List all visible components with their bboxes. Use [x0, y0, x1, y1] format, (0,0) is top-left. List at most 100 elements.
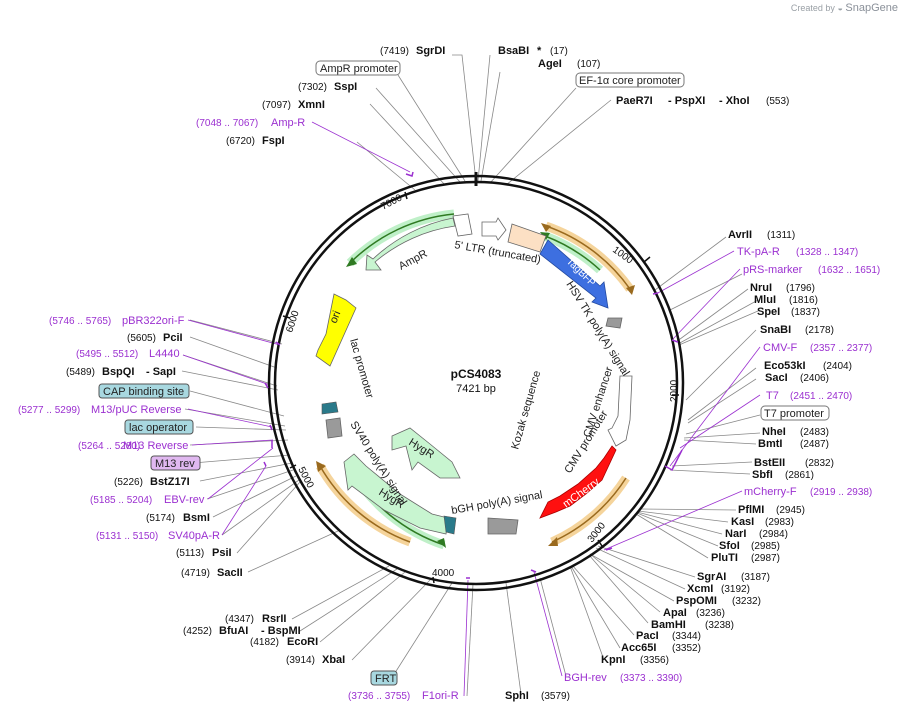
- mlui-label: MluI: [754, 294, 776, 306]
- rsrii-label: RsrII: [262, 613, 286, 625]
- apai-pos: (3236): [696, 608, 725, 619]
- nari-pos: (2984): [759, 529, 788, 540]
- psii-pos: (5113): [176, 548, 204, 559]
- prs-label: pRS-marker: [743, 264, 803, 276]
- sspi-label: SspI: [334, 81, 357, 93]
- ampr-promoter-arrow: [452, 213, 473, 237]
- ecori-pos: (4182): [250, 637, 279, 648]
- m13rev-box: [150, 455, 201, 471]
- t7-promoter-label: T7 promoter: [764, 408, 824, 420]
- hygr1-arrow: [391, 427, 461, 479]
- bamhi-label: BamHI: [651, 619, 686, 631]
- apai-label: ApaI: [663, 607, 687, 619]
- primer-marks: [263, 171, 683, 579]
- pspomi-pos: (3232): [732, 596, 761, 607]
- sgrai-pos: (3187): [741, 572, 770, 583]
- paci-pos: (3344): [672, 631, 701, 642]
- m13reverse-range: (5264 .. 5280): [78, 441, 140, 452]
- ebvrev-label: EBV-rev: [164, 494, 205, 506]
- pflmi-pos: (2945): [776, 505, 805, 516]
- bsabi-pos: (17): [550, 46, 568, 57]
- pspomi-label: PspOMI: [676, 595, 717, 607]
- sv40-box: [325, 417, 343, 439]
- sacii-label: SacII: [217, 567, 243, 579]
- bmti-label: BmtI: [758, 438, 782, 450]
- ampr-promoter-label: AmpR promoter: [320, 63, 398, 75]
- ef1a-box-label-bg: [575, 72, 685, 88]
- lac-operator-box: [124, 419, 194, 435]
- pluti-pos: (2987): [751, 553, 780, 564]
- ef1a-box: [507, 223, 547, 253]
- ori-label: ori: [328, 309, 344, 325]
- kpni-pos: (3356): [640, 655, 669, 666]
- snapgene-logo-icon: ◒: [837, 3, 843, 13]
- tick-label-2000: 2000: [669, 379, 680, 402]
- sfoi-label: SfoI: [719, 540, 740, 552]
- ampr-label: AmpR: [397, 248, 430, 273]
- feature-arrows: [315, 213, 633, 535]
- mcherry-arrow: [539, 445, 617, 519]
- bghrev-label: BGH-rev: [564, 672, 607, 684]
- avrii-label: AvrII: [728, 229, 752, 241]
- paer7i-label: PaeR7I: [616, 95, 653, 107]
- agei-label: AgeI: [538, 58, 562, 70]
- bgh-box: [487, 517, 519, 535]
- frt-box: [370, 670, 398, 686]
- xcmi-pos: (3192): [721, 584, 750, 595]
- bspqi-pos: (5489): [66, 367, 95, 378]
- rsrii-pos: (4347): [225, 614, 254, 625]
- sgrdi-label: SgrDI: [416, 45, 445, 57]
- sphi-pos: (3579): [541, 691, 570, 702]
- sgrdi-pos: (7419): [380, 46, 409, 57]
- l4440-label: L4440: [149, 348, 180, 360]
- nrui-label: NruI: [750, 282, 772, 294]
- nrui-pos: (1796): [786, 283, 815, 294]
- sspi-pos: (7302): [298, 82, 327, 93]
- mlui-pos: (1816): [789, 295, 818, 306]
- bghrev-range: (3373 .. 3390): [620, 673, 682, 684]
- orange-arcs: [316, 221, 635, 547]
- mcherryf-label: mCherry-F: [744, 486, 797, 498]
- plasmid-size: 7421 bp: [456, 383, 496, 395]
- bsteii-label: BstEII: [754, 457, 785, 469]
- ef1a-label: EF-1α core promoter: [579, 75, 681, 87]
- pspxi-label: - PspXI: [668, 95, 705, 107]
- prs-range: (1632 .. 1651): [818, 265, 880, 276]
- m13puc-label: M13/pUC Reverse: [91, 404, 181, 416]
- sv40par-range: (5131 .. 5150): [96, 531, 158, 542]
- agei-pos: (107): [577, 59, 600, 70]
- pcii-pos: (5605): [127, 333, 156, 344]
- xhoi-label: - XhoI: [719, 95, 750, 107]
- nhei-label: NheI: [762, 426, 786, 438]
- ori-arrow: [315, 293, 357, 367]
- cap-label: CAP binding site: [103, 386, 184, 398]
- ampr-primer-range: (7048 .. 7067): [196, 118, 258, 129]
- sgrai-label: SgrAI: [697, 571, 726, 583]
- eco53ki-pos: (2404): [823, 361, 852, 372]
- bsmi-label: BsmI: [183, 512, 210, 524]
- snapgene-watermark: Created by ◒ SnapGene: [791, 2, 898, 14]
- nhei-pos: (2483): [800, 427, 829, 438]
- pbr-label: pBR322ori-F: [122, 315, 185, 327]
- lac-promoter-label: lac promoter: [347, 338, 375, 400]
- eco53ki-label: Eco53kI: [764, 360, 806, 372]
- created-by-text: Created by: [790, 3, 835, 13]
- saci-label: SacI: [765, 372, 788, 384]
- xbai-label: XbaI: [322, 654, 345, 666]
- ampr-arrow: [365, 217, 456, 271]
- fspi-pos: (6720): [226, 136, 255, 147]
- spei-label: SpeI: [757, 306, 780, 318]
- lac-operator-label: lac operator: [129, 422, 187, 434]
- lac-operator-marker: [321, 401, 339, 415]
- f1ori-label: F1ori-R: [422, 690, 459, 702]
- sphi-label: SphI: [505, 690, 529, 702]
- avrii-pos: (1311): [767, 230, 795, 241]
- snabi-pos: (2178): [805, 325, 834, 336]
- t7-range: (2451 .. 2470): [790, 391, 852, 402]
- cmvf-label: CMV-F: [763, 342, 798, 354]
- bsteii-pos: (2832): [805, 458, 834, 469]
- nari-label: NarI: [725, 528, 746, 540]
- mcherryf-range: (2919 .. 2938): [810, 487, 872, 498]
- bamhi-pos: (3238): [705, 620, 734, 631]
- t7-promoter-box: [760, 405, 830, 421]
